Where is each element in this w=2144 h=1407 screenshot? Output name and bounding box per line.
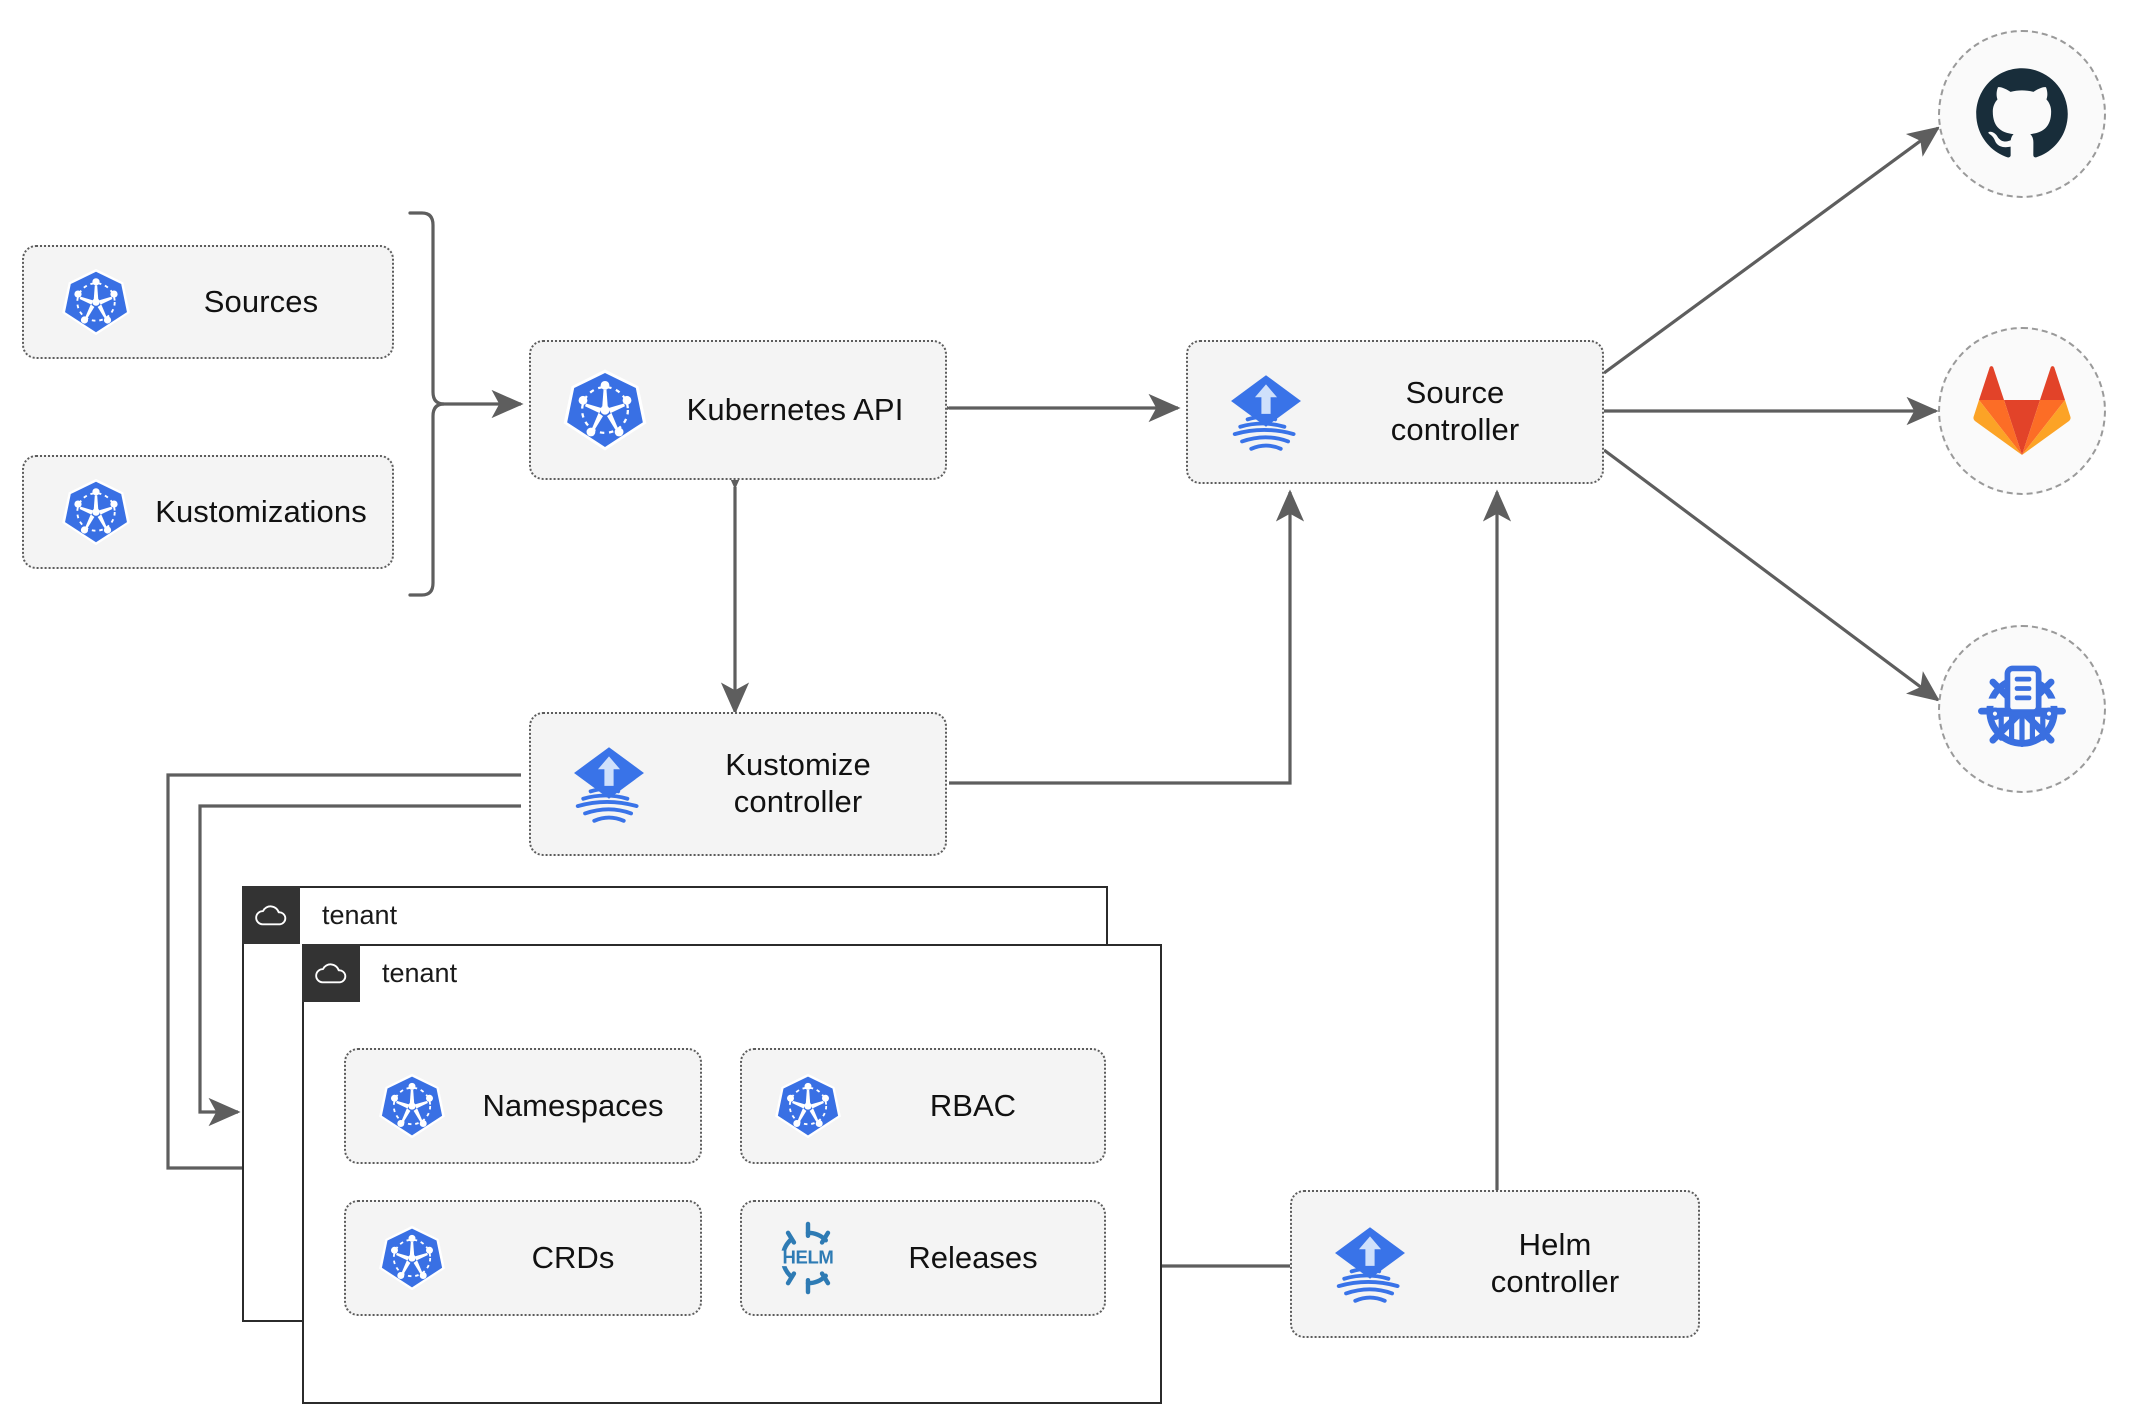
tenant-label: tenant [382, 958, 458, 988]
tenant-resource-label: Namespaces [482, 1088, 664, 1123]
tenant-resource-label: RBAC [929, 1088, 1017, 1123]
github-icon [1976, 68, 2068, 158]
node-label: Helm controller [1490, 1227, 1620, 1299]
kubernetes-icon [366, 1071, 458, 1141]
kubernetes-icon [48, 476, 144, 548]
helm-repository-icon [1978, 665, 2066, 747]
node-label: Source controller [1390, 375, 1520, 447]
tenant-resource-namespaces[interactable]: Namespaces [344, 1048, 702, 1164]
resource-chip-sources[interactable]: Sources [22, 245, 394, 359]
node-label: Kubernetes API [686, 391, 904, 427]
tenant-label: tenant [322, 900, 398, 930]
tenant-resource-label: CRDs [531, 1240, 615, 1275]
kubernetes-icon [366, 1223, 458, 1293]
resource-label: Kustomizations [155, 493, 367, 529]
helm-icon: HELM [762, 1221, 854, 1295]
tenant-resource-label: Releases [908, 1240, 1038, 1275]
tenant-header-front: tenant [302, 944, 457, 1002]
provider-gitlab[interactable] [1938, 327, 2106, 495]
node-source-controller[interactable]: Source controller [1186, 340, 1604, 484]
gitlab-icon [1973, 366, 2071, 455]
kubernetes-icon [551, 366, 659, 454]
flux-icon [1314, 1218, 1426, 1310]
resource-label: Sources [203, 283, 319, 319]
node-helm-controller[interactable]: Helm controller [1290, 1190, 1700, 1338]
provider-helm-repository[interactable] [1938, 625, 2106, 793]
kubernetes-icon [762, 1071, 854, 1141]
flux-icon [553, 738, 665, 830]
resource-chip-kustomizations[interactable]: Kustomizations [22, 455, 394, 569]
tenant-resource-releases[interactable]: HELM Releases [740, 1200, 1106, 1316]
tenant-container-front[interactable]: tenant [302, 944, 1162, 1404]
cloud-icon [302, 944, 360, 1002]
kubernetes-icon [48, 266, 144, 338]
flux-icon [1210, 366, 1322, 458]
tenant-header-back: tenant [242, 886, 397, 944]
svg-text:HELM: HELM [783, 1247, 834, 1268]
node-kubernetes-api[interactable]: Kubernetes API [529, 340, 947, 480]
provider-github[interactable] [1938, 30, 2106, 198]
node-label: Kustomize controller [725, 747, 871, 819]
node-kustomize-controller[interactable]: Kustomize controller [529, 712, 947, 856]
cloud-icon [242, 886, 300, 944]
tenant-resource-crds[interactable]: CRDs [344, 1200, 702, 1316]
tenant-resource-rbac[interactable]: RBAC [740, 1048, 1106, 1164]
